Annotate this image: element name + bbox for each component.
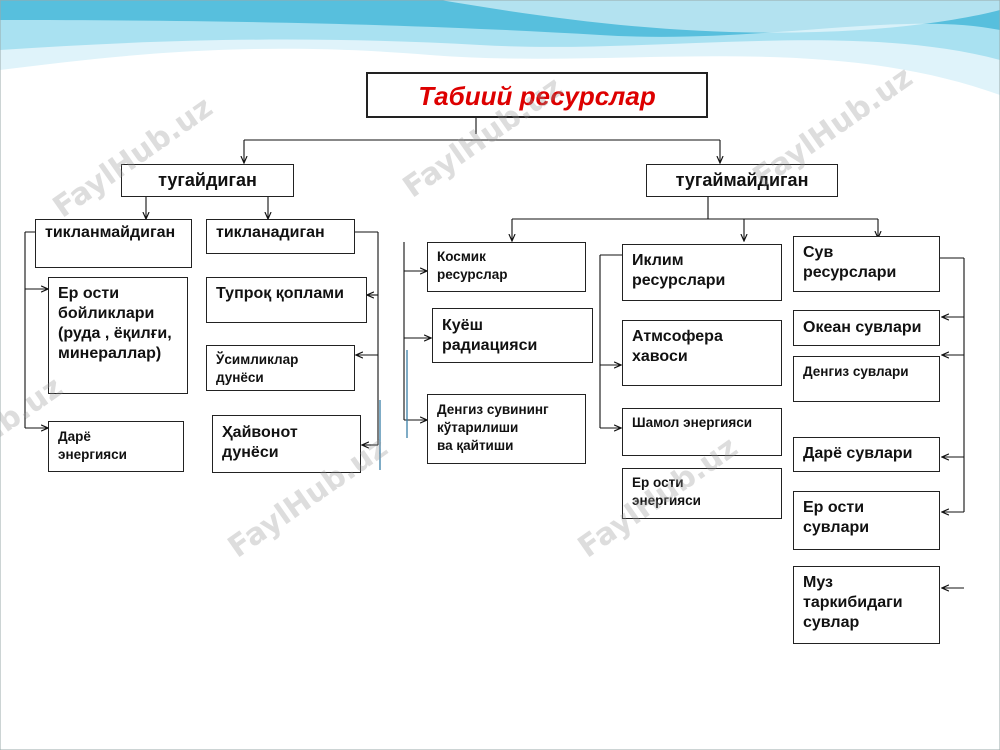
group-space-resources: Космик ресурслар xyxy=(427,242,586,292)
group-climate-resources: Иклим ресурслари xyxy=(622,244,782,301)
item-ice-water: Муз таркибидаги сувлар xyxy=(793,566,940,644)
item-river-waters: Дарё сувлари xyxy=(793,437,940,472)
subcategory-renewable: тикланадиган xyxy=(206,219,355,254)
item-fauna: Ҳайвонот дунёси xyxy=(212,415,361,473)
item-sea-tides: Денгиз сувининг кўтарилиши ва қайтиши xyxy=(427,394,586,464)
item-soil-cover: Тупроқ қоплами xyxy=(206,277,367,323)
group-water-resources: Сув ресурслари xyxy=(793,236,940,292)
item-geothermal-energy: Ер ости энергияси xyxy=(622,468,782,519)
item-river-energy: Дарё энергияси xyxy=(48,421,184,472)
item-ocean-waters: Океан сувлари xyxy=(793,310,940,346)
item-solar-radiation: Куёш радиацияси xyxy=(432,308,593,363)
item-atmospheric-air: Атмсофера хавоси xyxy=(622,320,782,386)
item-underground-wealth: Ер ости бойликлари (руда , ёқилғи, минер… xyxy=(48,277,188,394)
item-flora: Ўсимликлар дунёси xyxy=(206,345,355,391)
diagram-title: Табиий ресурслар xyxy=(366,72,708,118)
item-groundwater: Ер ости сувлари xyxy=(793,491,940,550)
category-inexhaustible: тугаймайдиган xyxy=(646,164,838,197)
subcategory-non-renewable: тикланмайдиган xyxy=(35,219,192,268)
item-wind-energy: Шамол энергияси xyxy=(622,408,782,456)
item-sea-waters: Денгиз сувлари xyxy=(793,356,940,402)
category-exhaustible: тугайдиган xyxy=(121,164,294,197)
